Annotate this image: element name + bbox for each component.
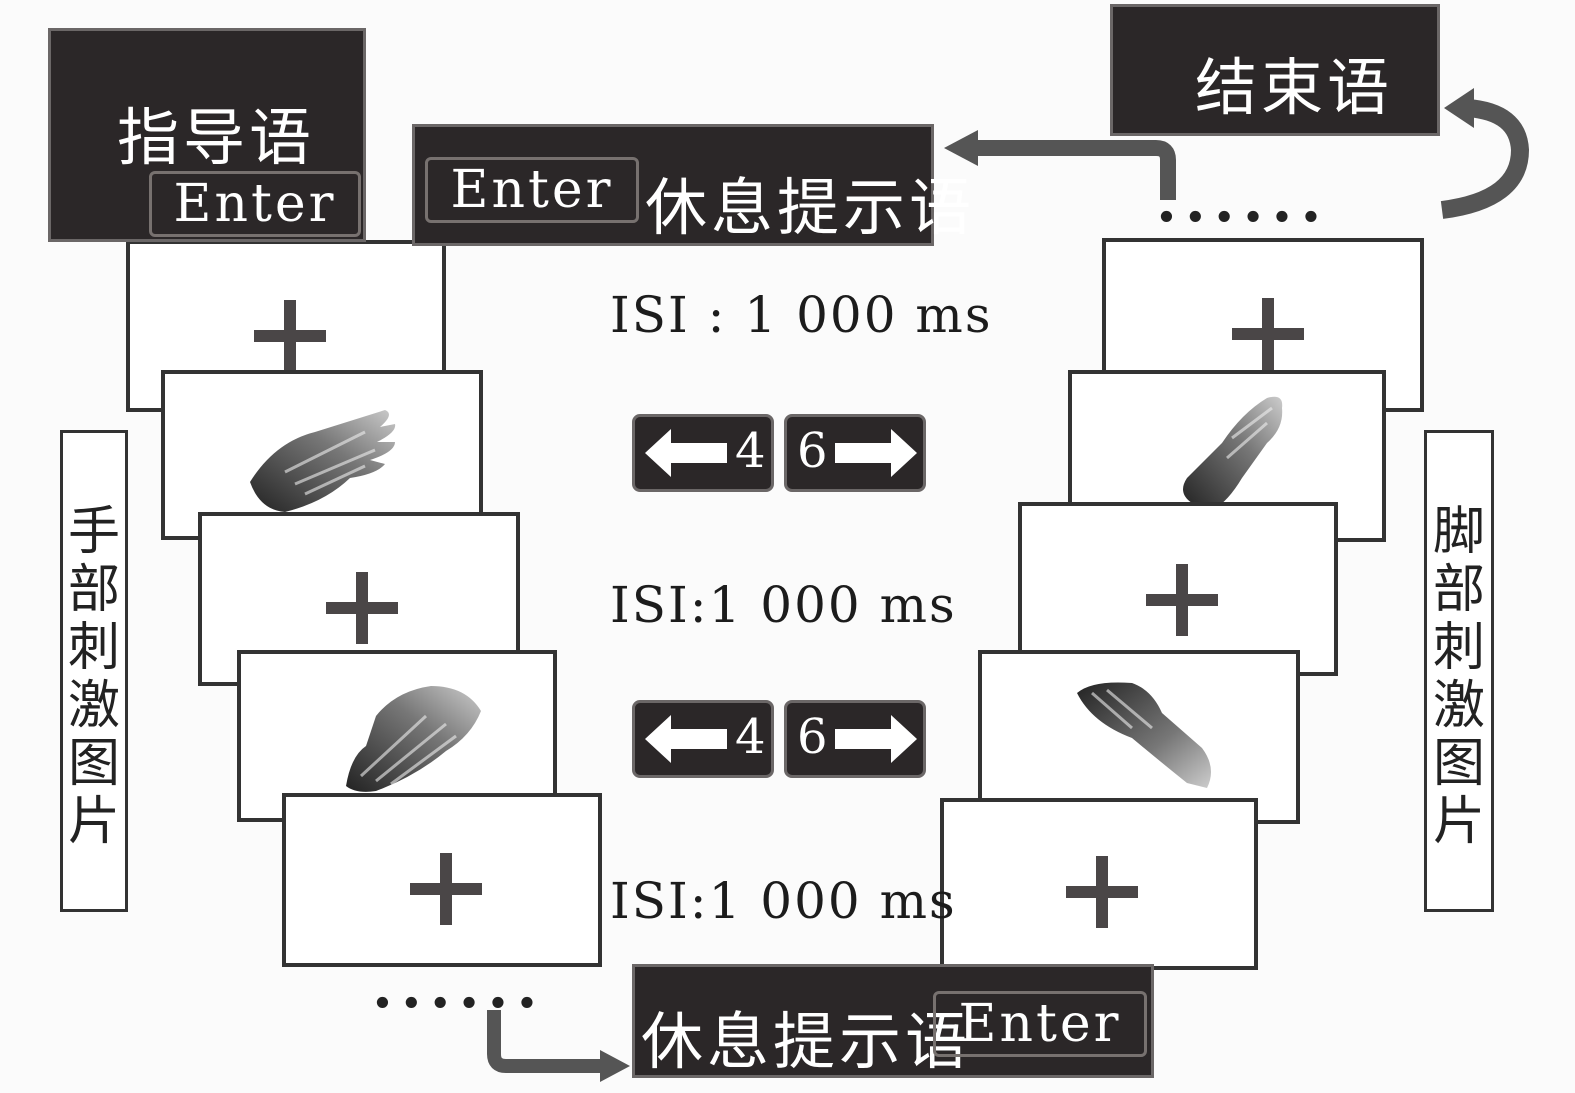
foot-stimulus-frame-2 (978, 650, 1300, 824)
continuation-dots-top: ...... (1156, 166, 1330, 236)
fixation-cross-icon (1146, 564, 1218, 636)
key-6-label: 6 (797, 423, 828, 479)
right-response-key: 6 (784, 414, 926, 492)
foot-stimuli-text: 脚部刺激图片 (1432, 502, 1485, 852)
foot-fixation-frame-3 (940, 798, 1258, 970)
left-arrow-icon (645, 715, 727, 763)
hand-stimuli-text: 手部刺激图片 (67, 502, 120, 852)
left-response-key: 4 (632, 414, 774, 492)
hand-fixation-frame-3 (282, 793, 602, 967)
hand-stimulus-frame-1 (161, 370, 483, 540)
fixation-cross-icon (1066, 856, 1138, 928)
isi-label-1: ISI : 1 000 ms (610, 286, 993, 344)
enter-key: Enter (933, 991, 1147, 1057)
response-keys-2: 4 6 (632, 700, 932, 778)
isi-label-2: ISI:1 000 ms (610, 576, 957, 634)
flow-arrow-icon (1444, 88, 1474, 128)
isi-label-3: ISI:1 000 ms (610, 872, 957, 930)
rest-prompt-box-bottom: 休息提示语 Enter (632, 964, 1154, 1078)
enter-key: Enter (425, 157, 639, 223)
foot-stimulus-icon (1183, 396, 1283, 510)
instructions-title: 指导语 (117, 101, 316, 174)
foot-stimulus-icon (1077, 682, 1211, 788)
foot-stimuli-label: 脚部刺激图片 (1424, 430, 1494, 912)
right-arrow-icon (835, 715, 917, 763)
key-4-label: 4 (735, 423, 766, 479)
hand-stimuli-label: 手部刺激图片 (60, 430, 128, 912)
instructions-box: 指导语 Enter (48, 28, 366, 242)
right-response-key: 6 (784, 700, 926, 778)
rest-prompt-box-top: Enter 休息提示语 (412, 124, 971, 246)
fixation-cross-icon (1232, 298, 1304, 370)
rest-prompt-text: 休息提示语 (645, 171, 976, 244)
key-4-label: 4 (735, 709, 766, 765)
left-response-key: 4 (632, 700, 774, 778)
hand-stimulus-icon (346, 686, 481, 792)
rest-prompt-text: 休息提示语 (641, 1005, 972, 1078)
flow-arrow-icon (1440, 99, 1530, 219)
fixation-cross-icon (254, 300, 326, 372)
enter-key: Enter (149, 171, 361, 237)
right-arrow-icon (835, 429, 917, 477)
left-arrow-icon (645, 429, 727, 477)
flow-arrow-icon (972, 140, 1176, 200)
foot-fixation-frame-2 (1018, 502, 1338, 676)
fixation-cross-icon (326, 572, 398, 644)
end-message-box: 结束语 (1110, 4, 1440, 136)
key-6-label: 6 (797, 709, 828, 765)
flow-arrow-icon (600, 1050, 630, 1082)
fixation-cross-icon (410, 853, 482, 925)
end-message-title: 结束语 (1195, 51, 1394, 124)
response-keys-1: 4 6 (632, 414, 932, 492)
hand-stimulus-icon (250, 410, 396, 512)
continuation-dots-bottom: ...... (372, 952, 546, 1022)
